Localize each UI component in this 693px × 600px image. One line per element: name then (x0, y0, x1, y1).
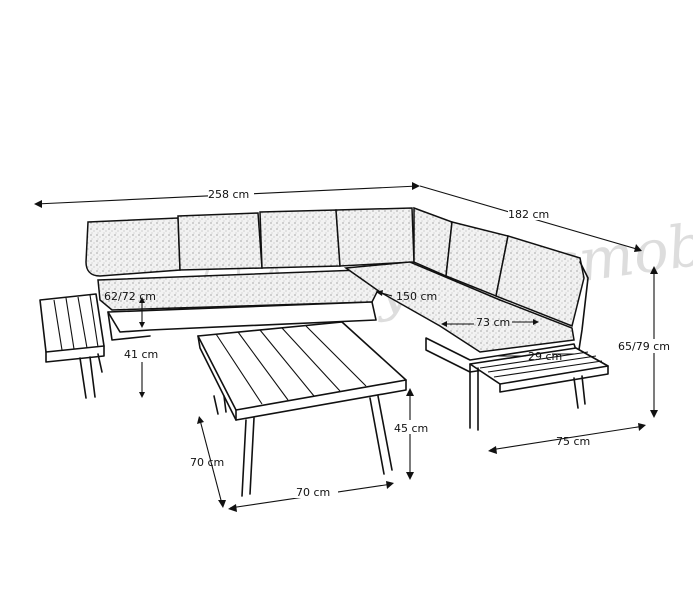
back-cushion-1 (85, 217, 181, 277)
label-29: 29 cm (528, 350, 562, 363)
back-cushion-3 (259, 209, 341, 269)
label-150: 150 cm (396, 290, 437, 303)
right-sofa (343, 206, 609, 431)
label-62-72: 62/72 cm (104, 290, 156, 303)
label-70-depth: 70 cm (190, 456, 224, 469)
label-65-79: 65/79 cm (618, 340, 670, 353)
label-70-width: 70 cm (296, 486, 330, 499)
left-side-table (39, 293, 105, 399)
left-sofa (85, 207, 415, 341)
coffee-table (197, 321, 407, 497)
label-182: 182 cm (508, 208, 549, 221)
label-45: 45 cm (394, 422, 428, 435)
back-cushion-4 (335, 207, 415, 267)
label-73: 73 cm (476, 316, 510, 329)
dimension-labels: 258 cm 182 cm 62/72 cm 41 cm 150 cm 73 c… (104, 186, 678, 499)
back-cushion-2 (177, 212, 263, 271)
label-75: 75 cm (556, 435, 590, 448)
back-cushion-7 (495, 235, 585, 328)
label-41: 41 cm (124, 348, 158, 361)
label-258: 258 cm (208, 188, 249, 201)
seat-cushion-right (343, 261, 575, 353)
